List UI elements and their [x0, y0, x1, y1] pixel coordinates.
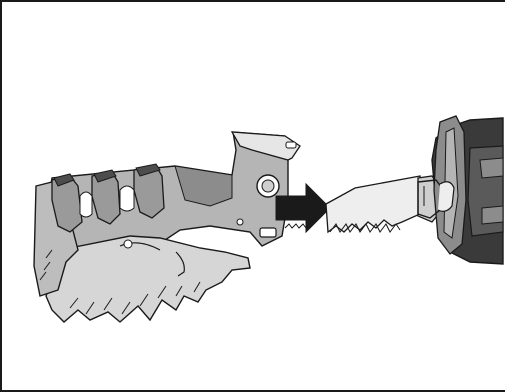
shoe-mount-plate	[230, 131, 301, 161]
mount-slot	[285, 141, 297, 149]
shoe-toothed-jaw	[45, 235, 251, 323]
shoe-accessory	[33, 131, 301, 323]
shoe-prongs	[51, 163, 165, 233]
insert-direction-arrow	[275, 182, 331, 234]
saw-tool-nose	[417, 115, 504, 265]
